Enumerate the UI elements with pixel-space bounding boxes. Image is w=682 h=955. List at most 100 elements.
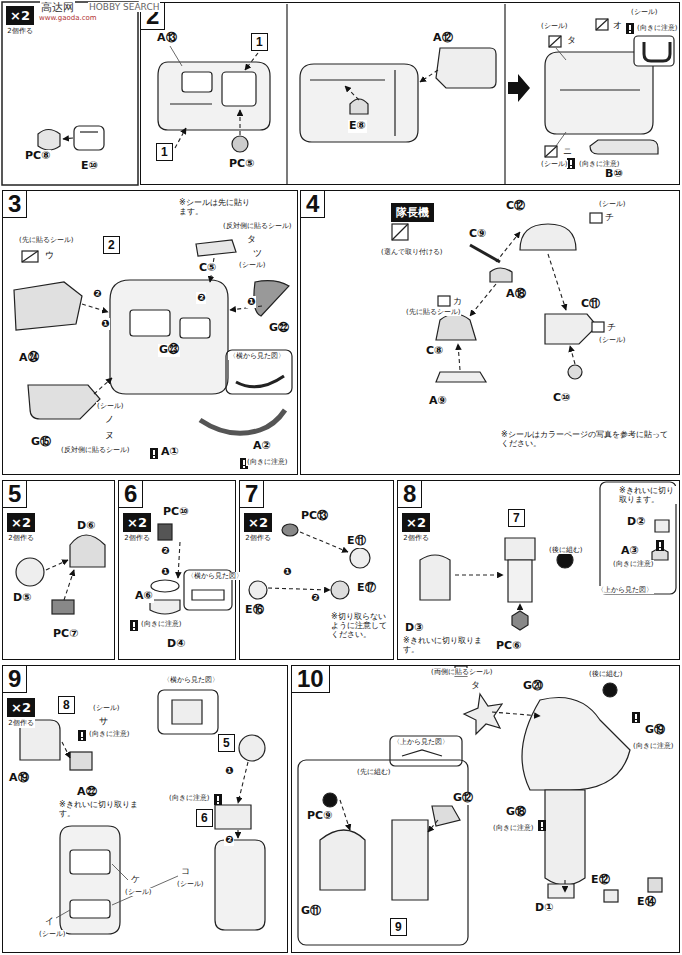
watermark: 高达网 [40,1,75,13]
step-panel: 32 [2,190,298,475]
part-drawing [470,245,500,262]
assembly-arrow [46,560,68,570]
part-number: PC⑩ [162,506,189,519]
note-label: (向きに注意) [88,730,130,738]
part-drawing [592,322,604,332]
step-number: 7 [240,481,264,508]
part-number: G⑫ [452,792,474,805]
note-label: (シール) [92,704,120,712]
note: ※切り取らないように注意してください。 [330,612,392,640]
part-number: D④ [166,638,186,651]
note-label: (向きに注意) [632,742,674,750]
order-number: ❷ [310,592,320,604]
part-number: D③ [404,622,424,635]
part-drawing [180,318,210,338]
assembly-arrow [455,574,503,575]
sticker-code: コ [180,866,191,876]
watermark: www.gaoda.com [38,14,98,22]
part-drawing [634,36,674,66]
part-drawing [70,900,110,918]
note-label: (後に組む) [588,670,623,678]
part-drawing [196,240,236,256]
part-drawing [16,558,44,586]
quantity: ×2 [402,513,430,532]
part-drawing [590,213,602,223]
leader-line [170,46,182,66]
note-label: (シール) [38,930,66,938]
step-reference: 7 [508,509,525,527]
watermark: HOBBY SEARCH [88,2,160,12]
part-drawing [192,590,224,600]
assembly-arrow [340,800,350,830]
part-drawing [298,666,662,945]
order-number: ❶ [100,318,110,330]
part-drawing [254,281,289,316]
part-drawing [596,19,608,30]
note: ※きれいに切り取ります。 [58,800,145,818]
step-reference: 9 [390,918,407,936]
quantity: ×2 [7,513,35,532]
part-drawing [158,62,270,152]
part-number: A⑥ [134,590,154,603]
assembly-arrow [420,70,438,82]
step-reference: 2 [103,236,120,254]
step-number-ref: 9 [395,920,402,934]
part-drawing [215,805,251,829]
part-drawing [505,538,535,560]
sticker-code: チ [606,322,617,332]
sticker-code: ニ [562,146,573,156]
part-number: PC⑤ [228,158,255,171]
step-panel: 10 9 [291,665,680,953]
sticker-code: オ [612,20,623,30]
note: ※シールはカラーページの写真を参考に貼ってください。 [500,430,672,448]
step-panel: 8×22個作る7 [397,480,680,660]
part-drawing [557,552,573,568]
step-number: 9 [3,666,27,693]
note-label: 〈横から見た図〉 [186,572,244,580]
part-drawing [215,840,265,930]
part-number: G⑲ [644,724,666,737]
sticker-code: タ [246,234,257,244]
part-number: G㉓ [158,344,180,357]
note-label: (反対側に貼るシール) [60,446,130,454]
part-drawing [549,36,561,47]
panel-frame [286,4,287,184]
part-drawing [655,520,669,532]
note-label: (向きに注意) [492,824,534,832]
sticker-code: ケ [130,874,141,884]
part-number: C⑤ [198,262,217,275]
sticker-code: チ [604,212,615,222]
step-reference: 8 [58,696,75,714]
quantity-badge: ×22個作る [244,513,272,543]
part-number: A㉒ [76,786,98,799]
note-label: (先に貼るシール) [18,236,74,244]
part-drawing [464,694,502,734]
part-drawing [222,72,256,106]
variant-name: 隊長機 [396,206,429,219]
part-drawing [172,700,202,724]
step-panel: 9×22個作る856 [2,665,288,953]
note-label: (シール) [124,888,152,896]
part-drawing [420,555,450,600]
quantity-badge: ×22個作る [123,513,151,543]
step-number-ref: 5 [223,736,230,750]
note-label: (シール) [598,336,626,344]
step-number: 3 [3,191,27,218]
part-drawing [158,62,270,130]
caution-mark [130,620,138,631]
note-label: 〈上から見た図〉 [596,586,654,594]
note-label: (シール) [540,22,568,30]
part-drawing [74,126,104,150]
order-number: ❶ [224,765,234,777]
order-number: ❷ [92,288,102,300]
step-reference: 1 [251,33,268,51]
note-label: 〈横から見た図〉 [162,676,220,684]
note-label: (シール) [176,880,204,888]
note-label: (向きに注意) [636,24,678,32]
part-number: A① [160,446,180,459]
step-number: 10 [292,666,330,693]
part-drawing [596,19,608,30]
part-number: PC⑬ [300,510,329,523]
assembly-arrow [519,604,520,610]
